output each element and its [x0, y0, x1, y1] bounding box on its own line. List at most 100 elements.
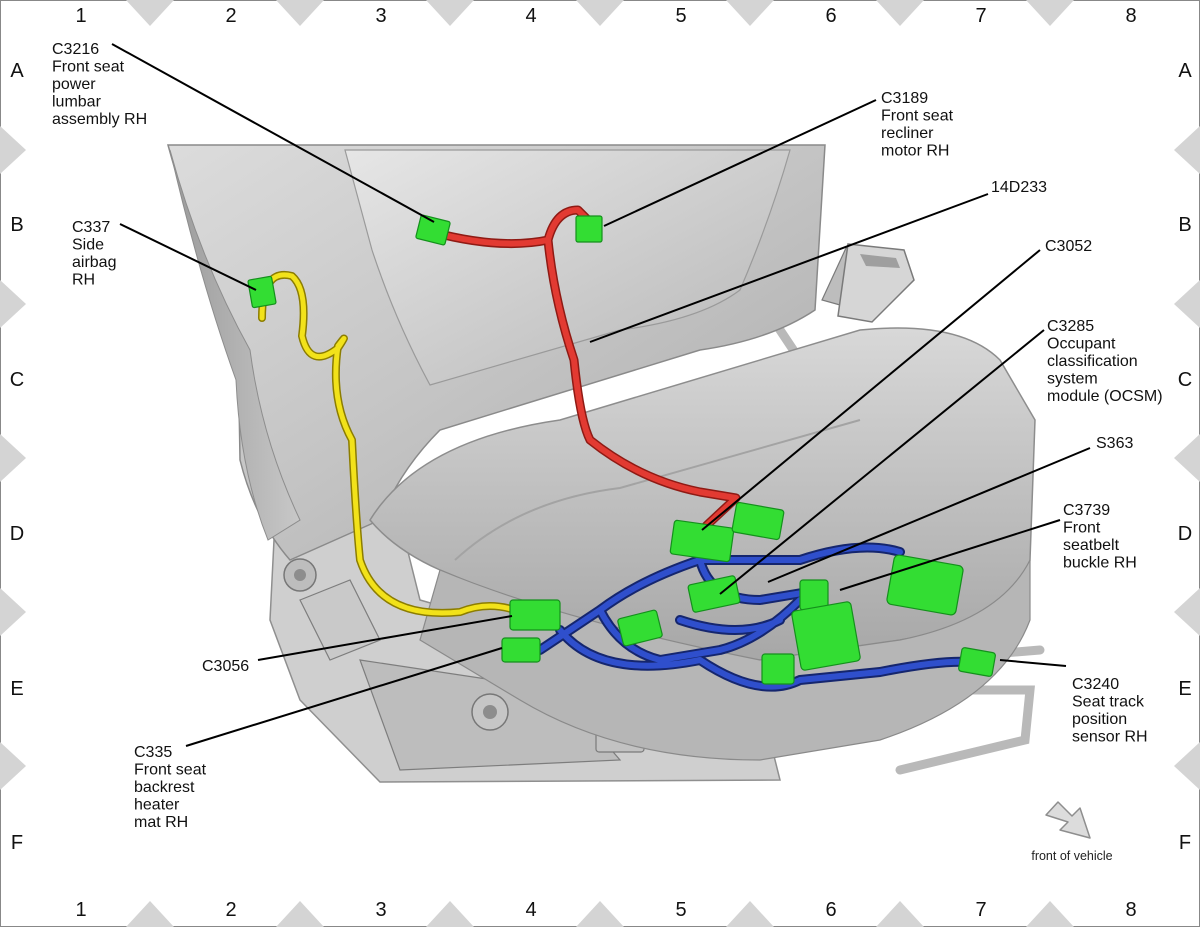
- grid-row-label: C: [10, 369, 24, 391]
- connector-c3052-mate: [731, 501, 785, 541]
- grid-marker: [0, 126, 26, 174]
- connector-ocsm-module: [791, 601, 861, 671]
- grid-marker: [1026, 0, 1074, 26]
- connector-c3052: [669, 519, 735, 563]
- grid-marker: [0, 742, 26, 790]
- leader-c3189: [603, 99, 877, 227]
- backrest-bolster: [169, 149, 301, 541]
- right-markers: [1174, 126, 1200, 790]
- connector-c3189: [575, 215, 603, 243]
- grid-marker: [876, 0, 924, 26]
- left-markers: [0, 126, 26, 790]
- grid-col-label: 7: [975, 5, 986, 27]
- grid-marker: [126, 0, 174, 26]
- backrest-inner-panel: [344, 149, 791, 386]
- leader-c3056: [257, 615, 513, 661]
- grid-marker: [726, 901, 774, 927]
- grid-col-label: 4: [525, 899, 536, 921]
- harness-yellow: [258, 270, 524, 617]
- grid-row-labels-right: A B C D E F: [1178, 60, 1193, 854]
- grid-row-label: F: [1179, 832, 1191, 854]
- label-c3189: C3189 Front seat recliner motor RH: [881, 90, 957, 160]
- leader-c3216: [111, 43, 435, 223]
- seat-illustration: [167, 144, 1045, 783]
- front-of-vehicle-indicator: front of vehicle: [1031, 801, 1113, 863]
- grid-marker: [1174, 280, 1200, 328]
- leader-c3739: [839, 519, 1061, 591]
- harness-yellow-wire-highlight: [259, 272, 523, 616]
- grid-col-label: 8: [1125, 5, 1136, 27]
- grid-marker: [0, 588, 26, 636]
- connector-blue-inline: [617, 609, 663, 647]
- grid-marker: [126, 901, 174, 927]
- grid-marker: [276, 901, 324, 927]
- leader-14d233: [589, 193, 989, 343]
- harness-red-wire-highlight: [429, 207, 739, 529]
- grid-marker: [426, 901, 474, 927]
- connector-c3216: [415, 214, 451, 246]
- leader-c3052: [701, 249, 1041, 531]
- label-c3739: C3739 Front seatbelt buckle RH: [1063, 502, 1137, 572]
- bottom-markers: [126, 901, 1074, 927]
- seat-base-pivot: [483, 705, 497, 719]
- grid-marker: [876, 901, 924, 927]
- grid-col-label: 4: [525, 5, 536, 27]
- grid-marker: [0, 434, 26, 482]
- grid-column-labels-bottom: 1 2 3 4 5 6 7 8: [75, 899, 1136, 921]
- leader-c335: [185, 647, 503, 747]
- grid-col-label: 6: [825, 5, 836, 27]
- grid-column-labels-top: 1 2 3 4 5 6 7 8: [75, 5, 1136, 27]
- grid-row-label: D: [1178, 523, 1192, 545]
- grid-row-label: A: [1178, 60, 1192, 82]
- grid-marker: [1026, 901, 1074, 927]
- grid-marker: [276, 0, 324, 26]
- grid-row-label: C: [1178, 369, 1192, 391]
- grid-row-label: B: [1178, 214, 1191, 236]
- cushion-crease: [454, 419, 861, 561]
- seatbelt-buckle-slot: [860, 254, 900, 268]
- grid-marker: [426, 0, 474, 26]
- connector-c3240: [958, 647, 996, 677]
- arrow-down-right-icon: [1045, 801, 1091, 839]
- seatbelt-buckle-body: [837, 243, 915, 323]
- leader-c337: [119, 223, 257, 291]
- connector-blue-lower: [761, 653, 795, 685]
- callout-labels: C3216 Front seat power lumbar assembly R…: [52, 41, 1163, 831]
- leader-lines: [111, 43, 1091, 747]
- harness-blue-wire-highlight: [537, 544, 973, 690]
- grid-row-labels-left: A B C D E F: [10, 60, 25, 854]
- grid-marker: [1174, 434, 1200, 482]
- connector-c337: [247, 275, 277, 309]
- front-of-vehicle-label: front of vehicle: [1031, 849, 1112, 863]
- harness-blue: [535, 542, 975, 692]
- label-s363: S363: [1096, 435, 1133, 452]
- grid-col-label: 5: [675, 5, 686, 27]
- grid-row-label: A: [10, 60, 24, 82]
- leader-s363: [767, 447, 1091, 583]
- grid-marker: [1174, 126, 1200, 174]
- grid-col-label: 6: [825, 899, 836, 921]
- grid-row-label: E: [1178, 678, 1191, 700]
- grid-marker: [1174, 588, 1200, 636]
- seatbelt-buckle: [821, 243, 915, 323]
- label-c337: C337 Side airbag RH: [72, 219, 121, 289]
- seat-base-pivot: [294, 569, 306, 581]
- grid-row-label: D: [10, 523, 24, 545]
- grid-col-label: 1: [75, 5, 86, 27]
- grid-col-label: 5: [675, 899, 686, 921]
- grid-marker: [726, 0, 774, 26]
- grid-col-label: 7: [975, 899, 986, 921]
- grid-col-label: 3: [375, 5, 386, 27]
- label-c3216: C3216 Front seat power lumbar assembly R…: [52, 41, 147, 128]
- grid-row-label: E: [10, 678, 23, 700]
- seat-backrest: [167, 144, 826, 561]
- harness-red: [427, 205, 741, 531]
- grid-col-label: 8: [1125, 899, 1136, 921]
- cushion-front-edge: [419, 559, 1031, 761]
- grid-row-label: B: [10, 214, 23, 236]
- label-14d233: 14D233: [991, 179, 1047, 196]
- leader-c3285: [719, 329, 1045, 595]
- label-c3285: C3285 Occupant classification system mod…: [1047, 318, 1163, 405]
